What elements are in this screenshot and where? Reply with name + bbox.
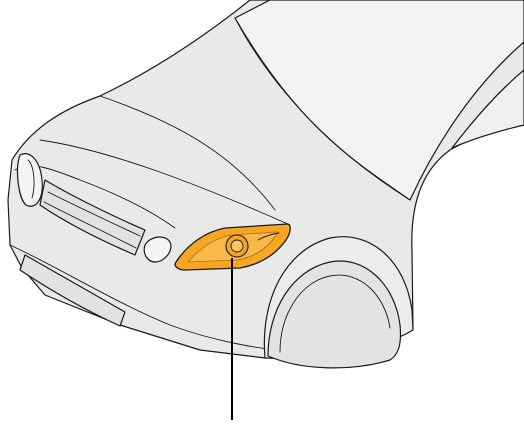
projector-lens-inner — [231, 240, 243, 252]
